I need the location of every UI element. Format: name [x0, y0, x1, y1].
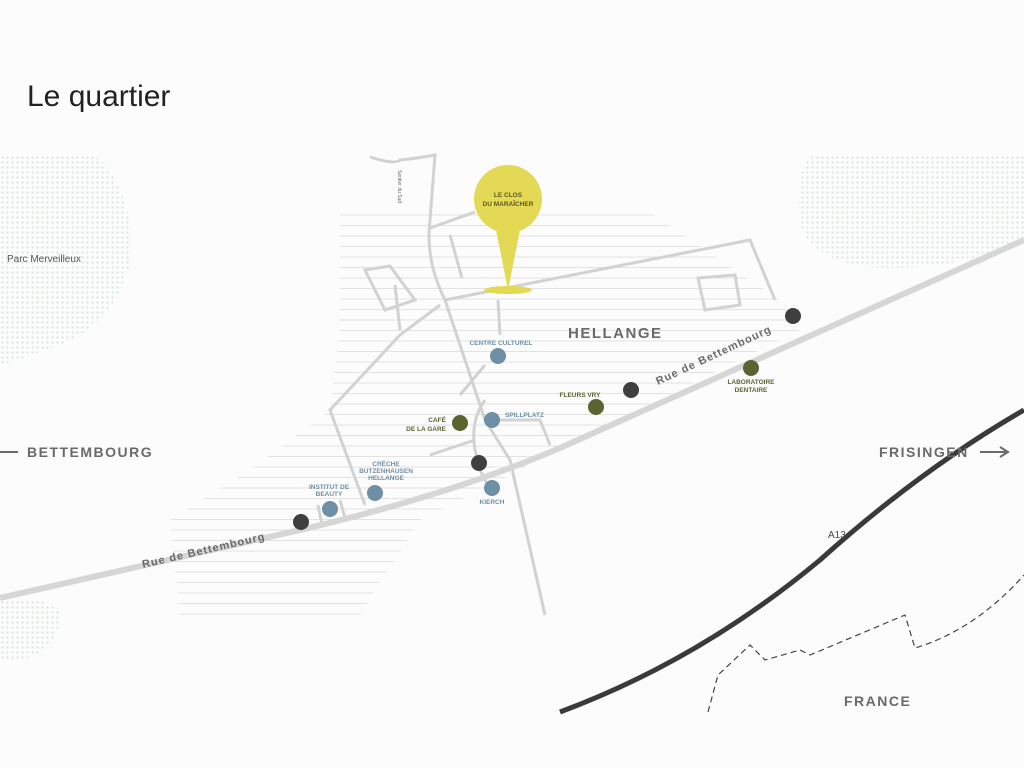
park-area-east	[798, 155, 1024, 269]
poi-kierch[interactable]: KIERCH	[480, 480, 505, 506]
poi-label: KIERCH	[480, 499, 505, 506]
national-border	[707, 574, 1024, 713]
bus-stop-icon[interactable]	[623, 382, 639, 398]
playground-icon	[484, 412, 500, 428]
bus-stops[interactable]	[293, 308, 801, 530]
place-label-france: FRANCE	[844, 693, 911, 709]
church-icon	[484, 480, 500, 496]
poi-institut-de-beauty[interactable]: INSTITUT DE BEAUTY	[309, 484, 350, 517]
page-title: Le quartier	[27, 80, 171, 113]
poi-label: FLEURS VRY	[560, 392, 602, 399]
poi-label: HELLANGE	[368, 475, 404, 482]
location-pin[interactable]: LE CLOS DU MARAÎCHER	[474, 165, 542, 294]
poi-creche[interactable]: CRÈCHE BUTZENHAUSEN HELLANGE	[359, 459, 413, 501]
park-area-southwest	[0, 598, 61, 660]
minor-roads	[316, 153, 777, 616]
bus-stop-icon[interactable]	[293, 514, 309, 530]
tooth-icon	[743, 360, 759, 376]
highway-label: A13	[828, 530, 846, 541]
poi-label: SPILLPLATZ	[505, 412, 544, 419]
poi-label: DE LA GARE	[406, 426, 447, 433]
path-label: Sentier du Sud	[396, 170, 402, 203]
poi-label: CAFÉ	[428, 415, 446, 424]
cafe-icon	[452, 415, 468, 431]
beauty-icon	[322, 501, 338, 517]
place-label-frisingen: FRISINGEN	[879, 444, 969, 460]
poi-label: DENTAIRE	[735, 387, 768, 394]
place-label-park: Parc Merveilleux	[7, 254, 81, 265]
village-area	[170, 205, 800, 615]
poi-label: BUTZENHAUSEN	[359, 468, 413, 475]
place-label-bettembourg: BETTEMBOURG	[27, 444, 153, 460]
poi-fleurs-vry[interactable]: FLEURS VRY	[560, 392, 604, 415]
poi-label: CENTRE CULTUREL	[469, 340, 532, 347]
poi-cafe-de-la-gare[interactable]: CAFÉ DE LA GARE	[406, 415, 468, 433]
arrow-right-icon	[980, 446, 1010, 458]
pin-label-line2: DU MARAÎCHER	[483, 199, 534, 208]
flower-icon	[588, 399, 604, 415]
highway-a13	[559, 407, 1024, 715]
poi-label: LABORATOIRE	[727, 379, 775, 386]
poi-spillplatz[interactable]: SPILLPLATZ	[484, 412, 544, 428]
poi-label: CRÈCHE	[372, 459, 400, 468]
pin-label-line1: LE CLOS	[494, 192, 523, 199]
place-label-hellange: HELLANGE	[568, 325, 663, 342]
theater-icon	[490, 348, 506, 364]
bus-stop-icon[interactable]	[471, 455, 487, 471]
poi-centre-culturel[interactable]: CENTRE CULTUREL	[469, 340, 533, 364]
park-area-west	[0, 155, 131, 365]
bus-stop-icon[interactable]	[785, 308, 801, 324]
poi-laboratoire-dentaire[interactable]: LABORATOIRE DENTAIRE	[727, 360, 775, 394]
child-icon	[367, 485, 383, 501]
poi-label: INSTITUT DE	[309, 484, 350, 491]
main-road-rue-de-bettembourg	[0, 237, 1024, 601]
poi-label: BEAUTY	[316, 491, 343, 498]
